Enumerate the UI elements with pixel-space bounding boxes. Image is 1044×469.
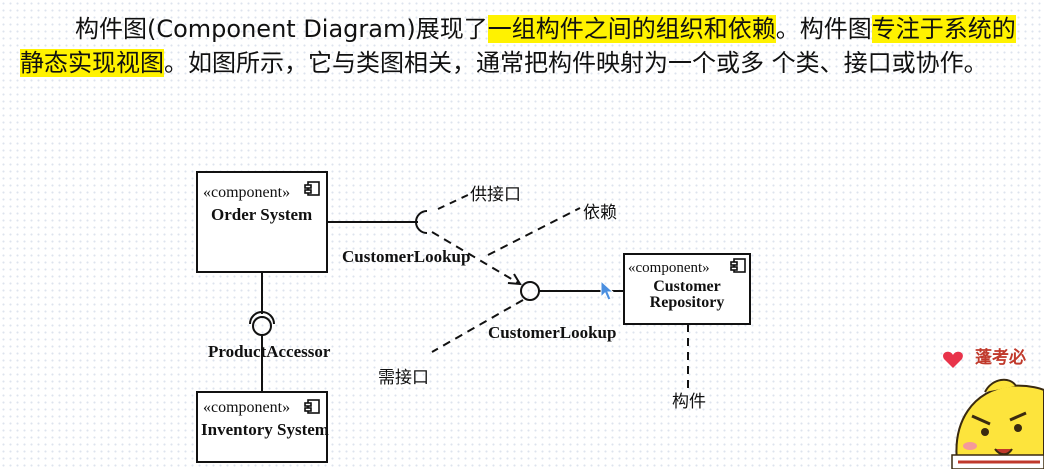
dependency-label: 依赖 [583, 203, 617, 223]
component-label: 构件 [672, 392, 706, 412]
customer-repository-name-line2: Repository [650, 294, 725, 311]
inventory-system-stereotype: «component» [203, 399, 290, 416]
leader-required-interface [431, 299, 524, 353]
paragraph-text-3: 。如图所示，它与类图相关，通常把构件映射为一个或多 个类、接口或协作。 [164, 49, 988, 77]
dependency-arrow-head [507, 273, 522, 286]
provided-interface-label: 供接口 [470, 185, 521, 205]
component-icon [304, 181, 320, 196]
dependency-arrow-line [431, 231, 521, 285]
highlight-organization: 一组构件之间的组织和依赖 [487, 15, 776, 43]
leader-dependency [487, 207, 581, 256]
customer-repository-name-line1: Customer [653, 278, 721, 295]
order-system-stereotype: «component» [203, 184, 290, 201]
component-icon [304, 399, 320, 414]
order-system-name: Order System [211, 205, 312, 224]
mouse-cursor-icon [600, 279, 615, 301]
intro-paragraph: 构件图(Component Diagram)展现了一组构件之间的组织和依赖。构件… [20, 12, 1030, 80]
product-accessor-label: ProductAccessor [208, 342, 331, 361]
customer-lookup-socket [415, 210, 428, 234]
watermark-text: 蓬考必 [975, 347, 1026, 368]
component-icon [730, 258, 746, 273]
heart-icon [943, 351, 963, 368]
inventory-system-name: Inventory System [201, 420, 329, 439]
customer-repository-stereotype: «component» [628, 260, 710, 276]
paragraph-text-2: 。构件图 [775, 15, 872, 43]
paragraph-text-1: 构件图(Component Diagram)展现了 [75, 15, 488, 43]
customer-lookup-label-top: CustomerLookup [342, 247, 470, 266]
required-interface-label: 需接口 [378, 368, 429, 388]
leader-provided-interface [437, 193, 471, 210]
customer-repository-box [623, 253, 751, 325]
customer-lookup-label-bottom: CustomerLookup [488, 323, 616, 342]
mascot-icon [951, 378, 1044, 469]
product-accessor-socket [249, 311, 275, 325]
